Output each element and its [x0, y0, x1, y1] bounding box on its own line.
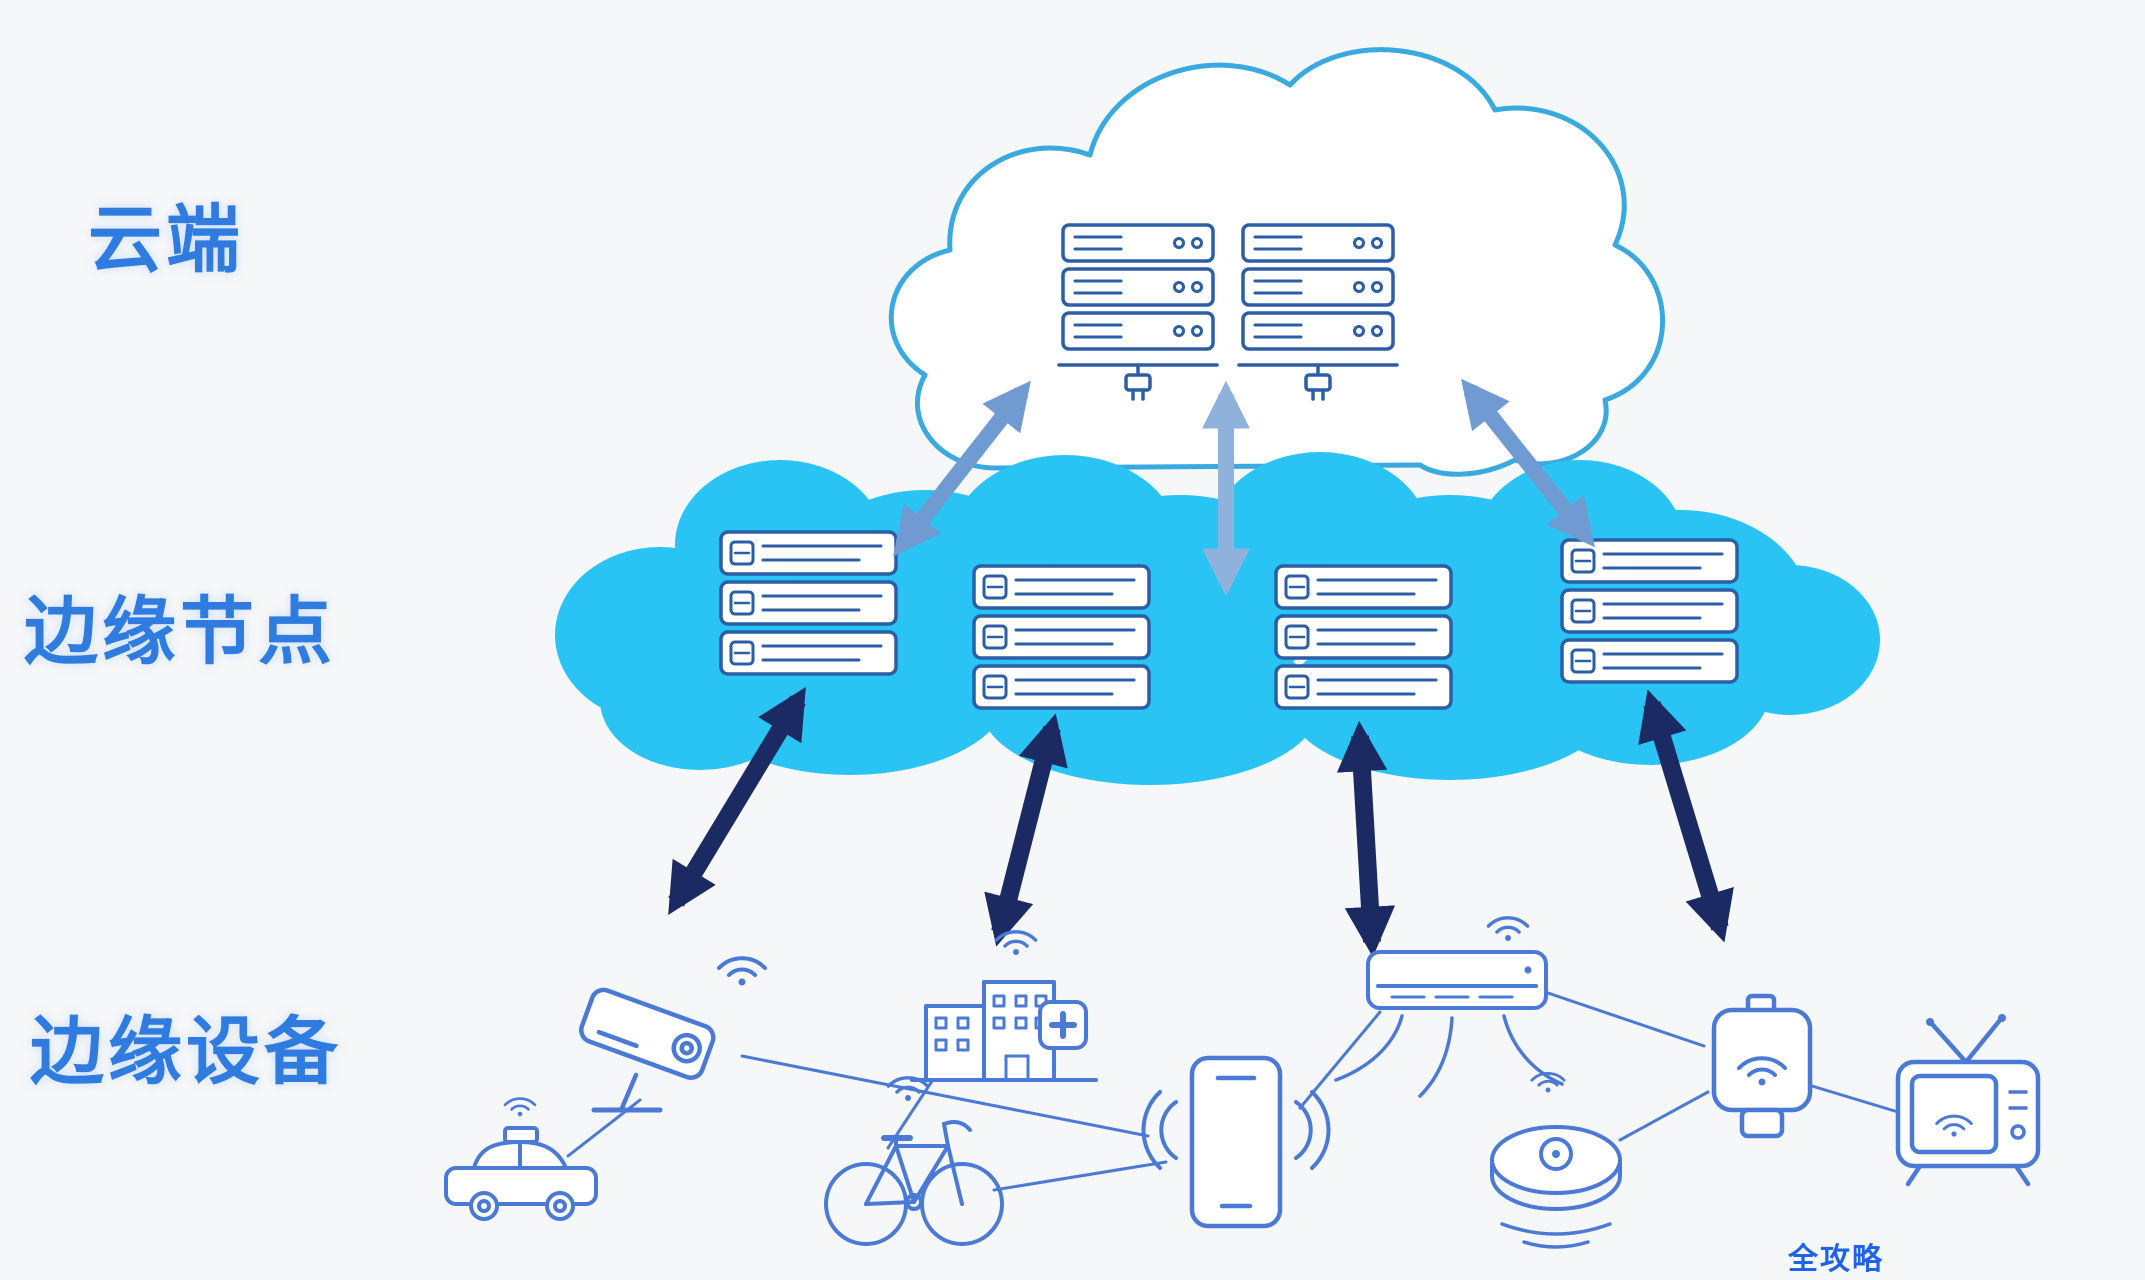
- cloud-layer: [888, 47, 1665, 477]
- label-edge-devices-layer: 边缘设备: [30, 1010, 342, 1093]
- smartphone-icon: [1141, 1055, 1331, 1229]
- cloud-edge-arrow-right: [1461, 378, 1595, 548]
- watermark-text: 全攻略: [1788, 1243, 1884, 1276]
- edge-device-arrow-4: [1638, 689, 1734, 943]
- label-cloud-layer: 云端: [88, 198, 244, 281]
- edge-device-arrows: [668, 687, 1734, 958]
- cloud-edge-arrows: [893, 378, 1595, 597]
- bicycle-icon: [824, 1076, 1004, 1246]
- edge-device-arrow-1: [668, 687, 806, 915]
- taxi-icon: [444, 1097, 598, 1221]
- edge-device-arrow-3: [1336, 720, 1396, 958]
- label-edge-nodes-layer: 边缘节点: [24, 590, 336, 673]
- tv-icon: [1895, 1014, 2041, 1187]
- edge-server-node-2: [972, 564, 1151, 710]
- robot-vacuum-icon: [1490, 1071, 1622, 1249]
- edge-device-arrow-2: [984, 713, 1068, 947]
- edge-server-node-1: [719, 530, 898, 676]
- smart-plug-icon: [1711, 993, 1813, 1139]
- edge-server-node-4: [1560, 538, 1739, 684]
- cctv-camera-icon: [579, 958, 765, 1113]
- cloud-edge-arrow-left: [893, 380, 1031, 557]
- air-conditioner-icon: [1334, 916, 1564, 1098]
- edge-server-node-3: [1274, 564, 1453, 710]
- hospital-building-icon: [910, 930, 1098, 1082]
